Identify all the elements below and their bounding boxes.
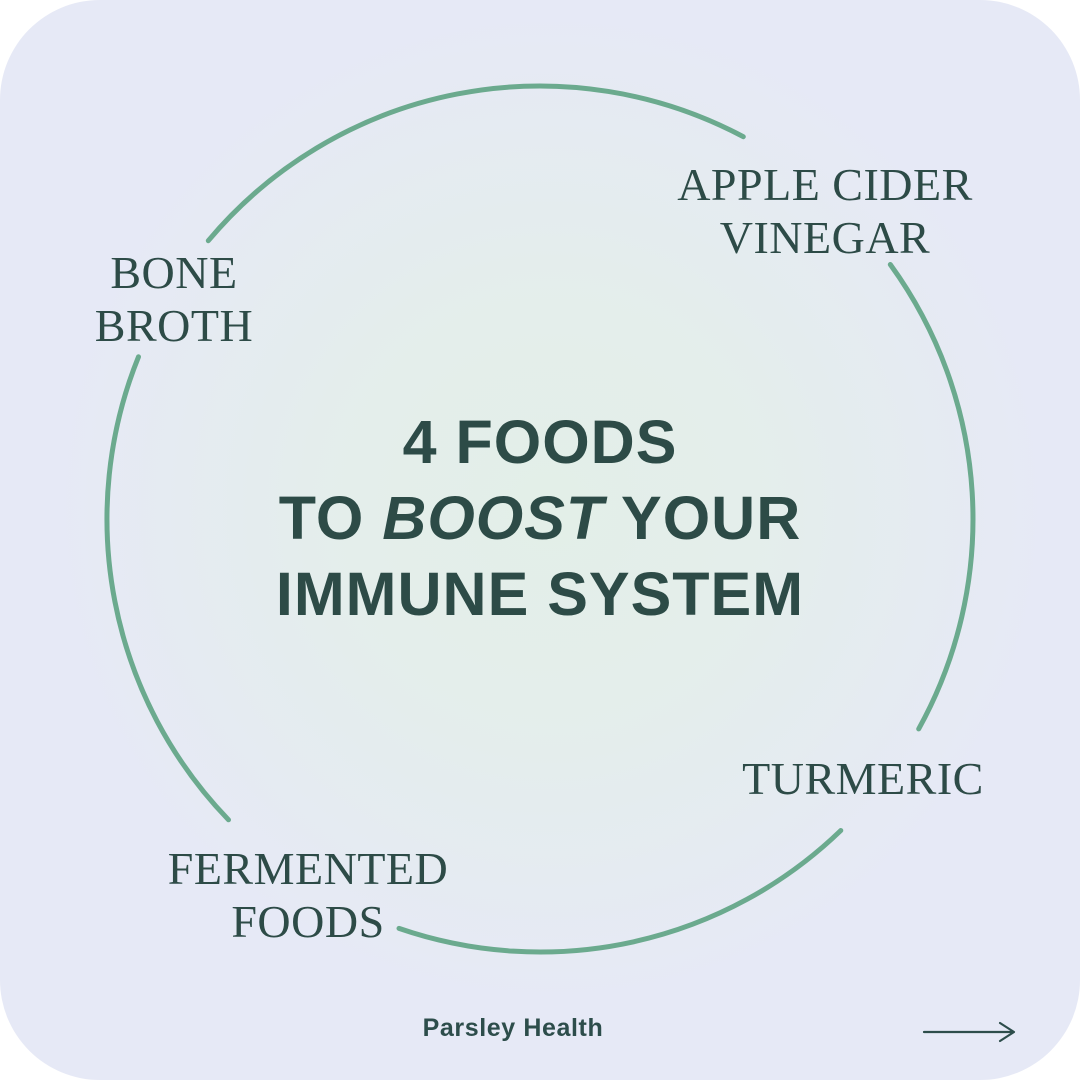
food-label-line: BONE bbox=[110, 247, 238, 298]
food-label-line: FOODS bbox=[231, 896, 385, 947]
arrow-right-shape bbox=[922, 1021, 1016, 1043]
food-label-bone-broth: BONE BROTH bbox=[95, 246, 253, 352]
arrow-right-icon[interactable] bbox=[922, 1020, 1018, 1044]
food-label-line: TURMERIC bbox=[742, 753, 984, 804]
food-label-line: BROTH bbox=[94, 300, 254, 351]
circle-arc-left bbox=[104, 354, 231, 823]
circle-arc-bottom bbox=[396, 828, 844, 955]
brand-name: Parsley Health bbox=[422, 1014, 604, 1042]
title-line-3: IMMUNE SYSTEM bbox=[275, 560, 805, 628]
food-label-fermented-foods: FERMENTED FOODS bbox=[168, 842, 449, 948]
food-label-line: VINEGAR bbox=[719, 212, 931, 263]
title-italic-word: BOOST bbox=[382, 484, 605, 552]
food-label-line: FERMENTED bbox=[167, 843, 449, 894]
food-label-apple-cider-vinegar: APPLE CIDER VINEGAR bbox=[677, 158, 973, 264]
circle-arc-right bbox=[887, 262, 976, 732]
food-label-line: APPLE CIDER bbox=[677, 159, 973, 210]
title-line-1: 4 FOODS bbox=[402, 408, 678, 476]
circle-arc-top bbox=[205, 83, 746, 244]
title-line-2: TO BOOST YOUR bbox=[278, 484, 802, 552]
page-title: 4 FOODS TO BOOST YOUR IMMUNE SYSTEM bbox=[0, 404, 1080, 632]
food-label-turmeric: TURMERIC bbox=[742, 752, 984, 805]
